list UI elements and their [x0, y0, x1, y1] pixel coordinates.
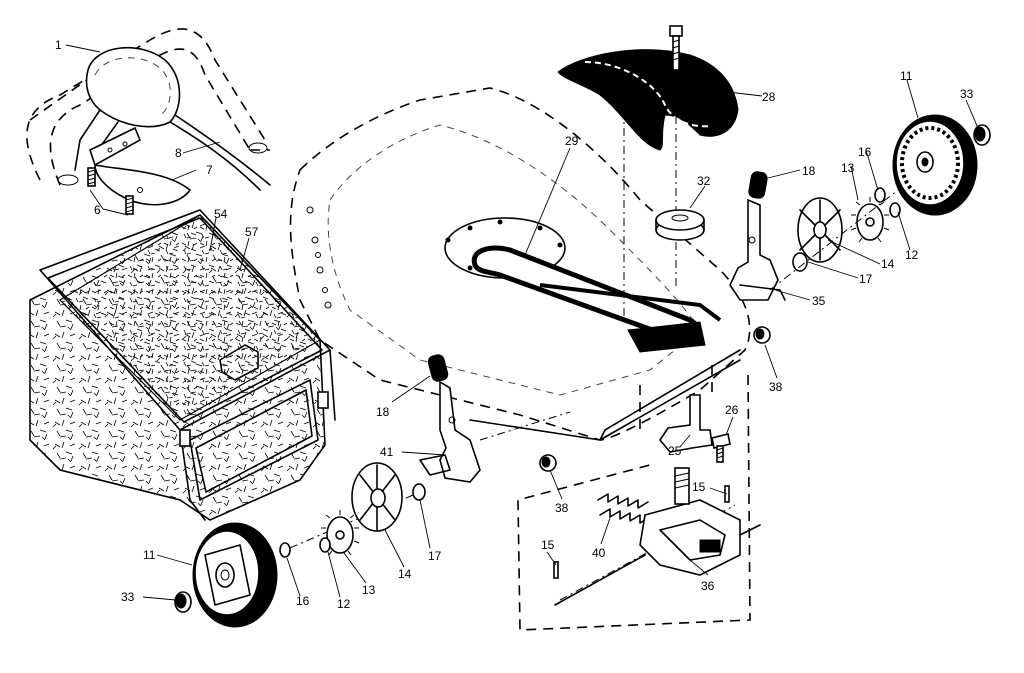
callout-1: 1 — [55, 38, 62, 52]
callout-32: 32 — [697, 174, 711, 188]
transmission — [554, 467, 761, 606]
callout-14-left: 14 — [398, 567, 412, 581]
gear-right — [850, 197, 890, 243]
spacer-38-left — [539, 454, 557, 472]
callout-12-left: 12 — [337, 597, 351, 611]
callout-40: 40 — [592, 546, 606, 560]
hubcap-nut-left — [174, 591, 192, 613]
callout-18-right: 18 — [802, 164, 816, 178]
callout-33-left: 33 — [121, 590, 135, 604]
spring — [597, 493, 651, 524]
belt-shield-slot — [627, 321, 706, 353]
axle-left — [289, 411, 571, 549]
callout-16-right: 16 — [858, 145, 872, 159]
callout-15-right: 15 — [692, 480, 706, 494]
callout-11-left: 11 — [143, 548, 156, 562]
callout-18-left: 18 — [376, 405, 390, 419]
grass-bag — [29, 214, 326, 521]
callout-17-right: 17 — [859, 272, 873, 286]
bracket-bolt — [711, 433, 731, 463]
leader-lines — [65, 44, 979, 601]
washers-left — [279, 483, 426, 558]
callout-41: 41 — [380, 445, 394, 459]
callout-38-left: 38 — [555, 501, 569, 515]
callout-33-right: 33 — [960, 87, 974, 101]
drive-pulley — [655, 209, 705, 241]
hubcap-left — [351, 462, 403, 532]
bag-frame — [39, 209, 336, 521]
callout-25: 25 — [668, 444, 682, 458]
callout-13-left: 13 — [362, 583, 376, 597]
transmission-box — [517, 365, 751, 631]
callout-labels: 1 8 7 6 54 57 29 28 32 18 13 16 11 33 12… — [55, 38, 974, 611]
callout-8: 8 — [175, 146, 182, 160]
callout-6: 6 — [94, 203, 101, 217]
grip-cover — [74, 46, 271, 191]
height-adjuster-left — [419, 354, 481, 483]
spacer-38-right — [753, 326, 771, 344]
callout-11-right: 11 — [900, 69, 913, 83]
callout-54: 54 — [214, 207, 228, 221]
gear-left — [320, 510, 360, 556]
callout-29: 29 — [565, 134, 579, 148]
height-adjuster-right — [729, 171, 786, 301]
transmission-bracket — [659, 394, 713, 453]
callout-57: 57 — [245, 225, 259, 239]
cover-bolt — [623, 25, 683, 320]
hubcap-right — [797, 197, 843, 263]
callout-7: 7 — [206, 163, 213, 177]
hubcap-nut-right — [973, 124, 991, 146]
belt-cover — [557, 49, 739, 151]
callout-36: 36 — [701, 579, 715, 593]
callout-16-left: 16 — [296, 594, 310, 608]
mower-deck — [289, 87, 751, 441]
callout-28: 28 — [762, 90, 776, 104]
callout-35: 35 — [812, 294, 826, 308]
wheel-right — [892, 114, 978, 216]
callout-38-right: 38 — [769, 380, 783, 394]
callout-17-left: 17 — [428, 549, 442, 563]
screws — [87, 167, 134, 215]
callout-15-left: 15 — [541, 538, 555, 552]
mounting-bracket — [89, 126, 192, 206]
callout-14-right: 14 — [881, 257, 895, 271]
callout-13-right: 13 — [841, 161, 855, 175]
callout-26: 26 — [725, 403, 739, 417]
wheel-left — [192, 522, 278, 628]
callout-12-right: 12 — [905, 248, 919, 262]
